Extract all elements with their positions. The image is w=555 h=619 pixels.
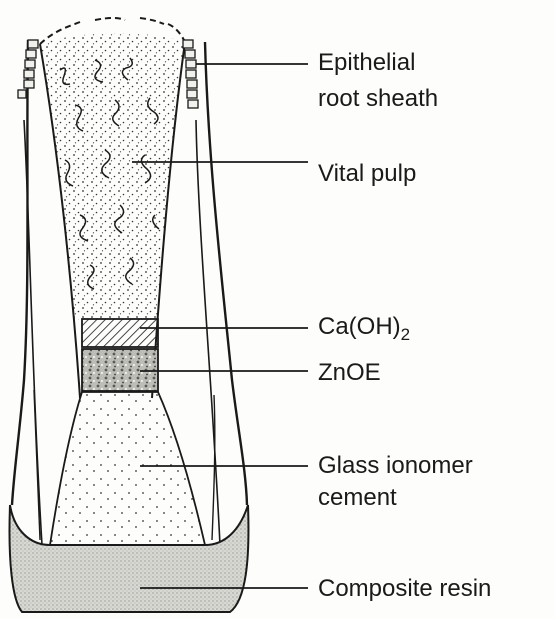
glass-ionomer-layer <box>50 392 205 545</box>
label-znoe: ZnOE <box>318 358 381 388</box>
label-glass-line1: Glass ionomer <box>318 451 473 481</box>
label-composite: Composite resin <box>318 574 491 604</box>
znoe-layer <box>82 349 158 391</box>
label-epithelial-line2: root sheath <box>318 84 438 114</box>
label-glass-line2: cement <box>318 483 397 513</box>
label-caoh2-main: Ca(OH) <box>318 313 401 340</box>
label-epithelial-line1: Epithelial <box>318 48 415 78</box>
label-caoh2: Ca(OH)2 <box>318 312 410 350</box>
label-vital-pulp: Vital pulp <box>318 159 416 189</box>
caoh2-layer <box>82 319 158 347</box>
label-caoh2-subscript: 2 <box>401 325 410 344</box>
